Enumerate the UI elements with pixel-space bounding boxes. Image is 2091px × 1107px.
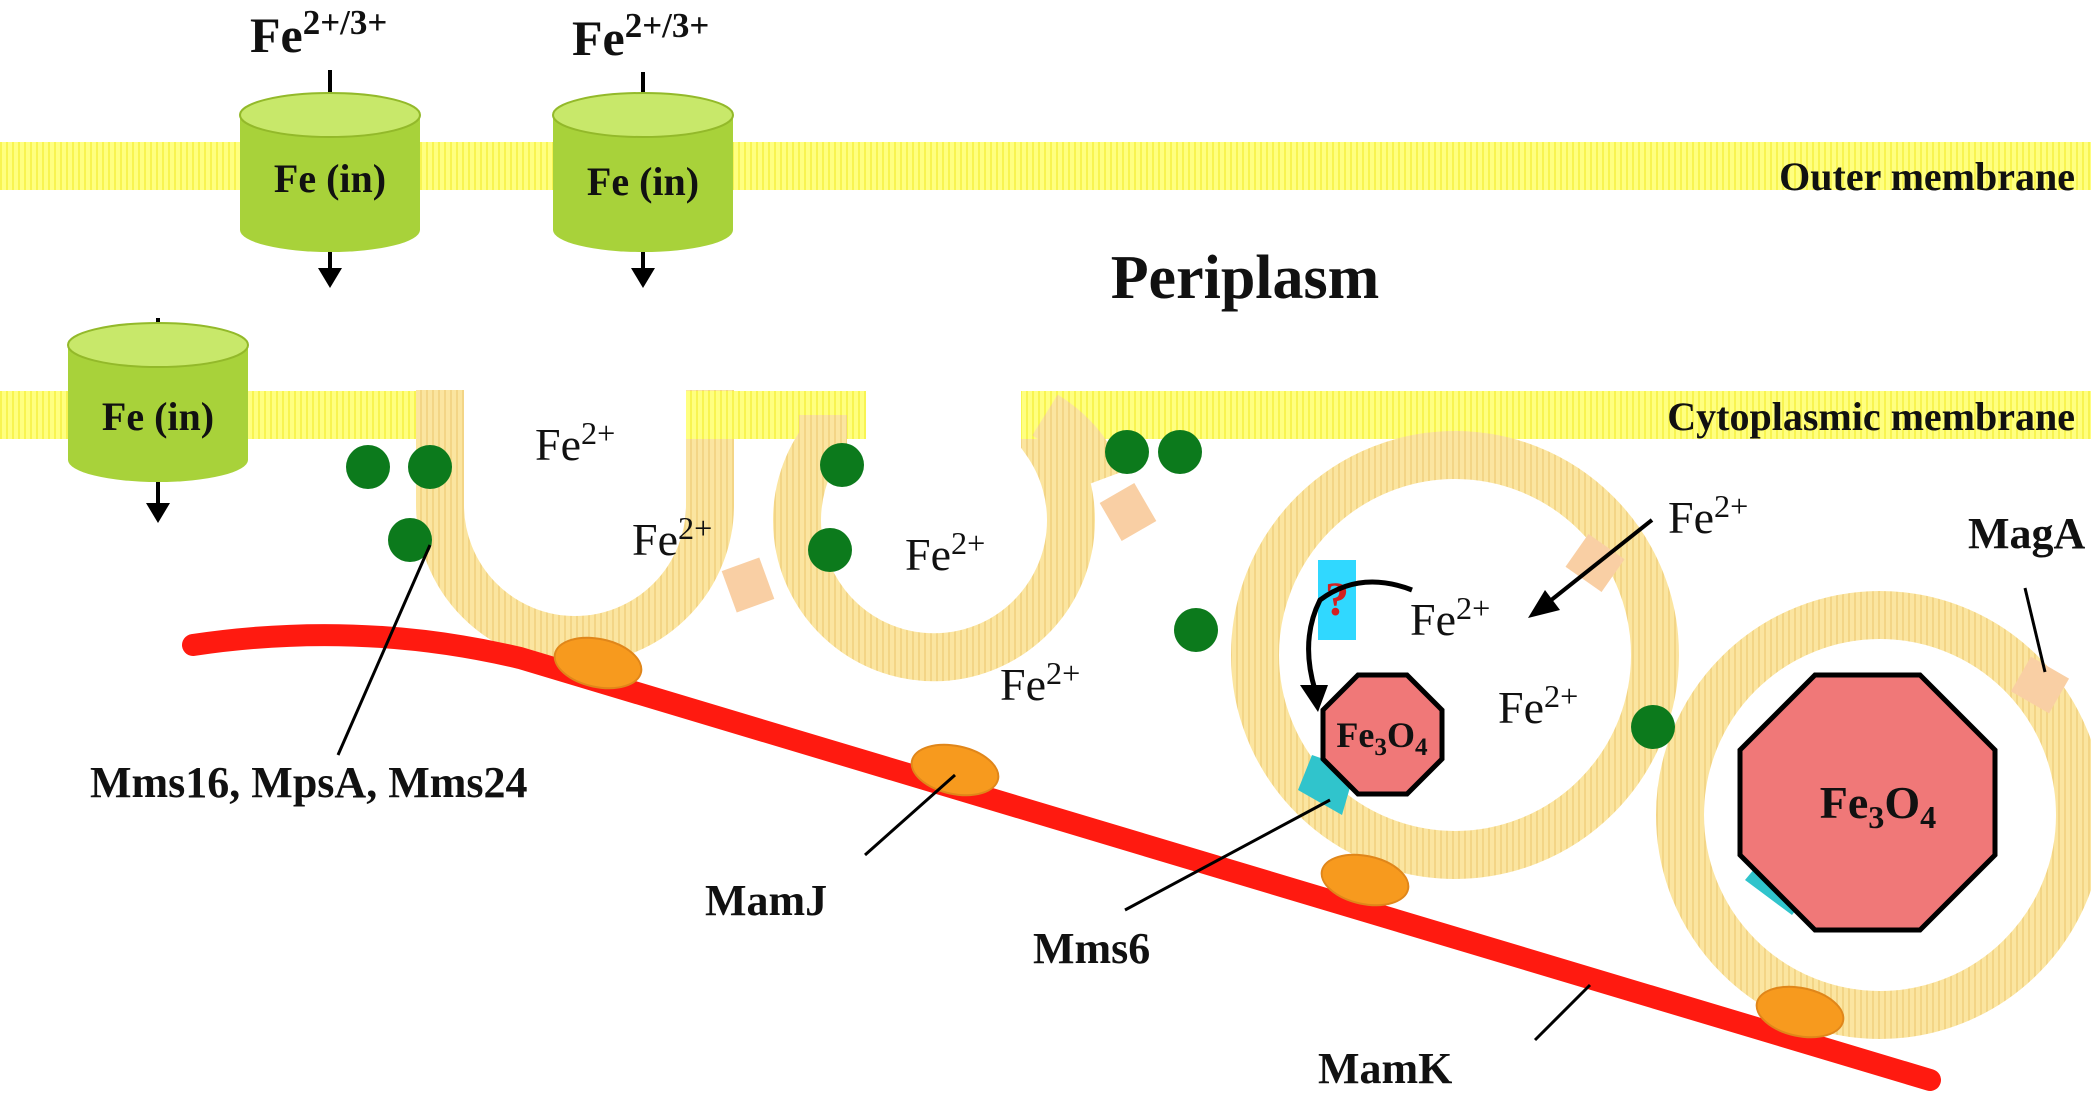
fe2-ion-label: Fe2+ [1668,488,1748,543]
transporter-label: Fe (in) [102,394,214,439]
maga-label: MagA [1968,509,2086,558]
transporter-label: Fe (in) [587,159,699,204]
ellipse-protein-icon [1755,985,1845,1039]
rectangle-channel-icon [1099,482,1157,542]
budding-vesicle [773,415,1095,682]
ellipse-protein-icon [553,636,643,690]
mms6-label: Mms6 [1033,924,1150,973]
magnetite-label: Fe3O4 [1820,777,1936,835]
fe2-ion-label: Fe2+ [1410,590,1490,645]
fe2-ion-label: Fe2+ [632,510,712,565]
magnetite-crystal-large: Fe3O4 [1737,672,1998,933]
ellipse-protein-icon [910,743,1000,797]
fe2-ion-label: Fe2+ [535,415,615,470]
arrow-down-icon [146,503,170,523]
filled-circle-icon [346,445,390,489]
fe-ion-label-1: Fe2+/3+ [250,3,387,63]
fe2-ion-label: Fe2+ [905,525,985,580]
arrow-down-icon [318,268,342,288]
fe2-ion-labels: Fe2+ Fe2+ Fe2+ Fe2+ Fe2+ Fe2+ Fe2+ [535,415,1748,733]
filled-circle-icon [1631,705,1675,749]
periplasm-label: Periplasm [1111,244,1380,312]
magnetite-crystal-small: Fe3O4 [1298,672,1445,815]
filled-circle-icon [820,443,864,487]
ellipse-protein-icon [1320,853,1410,907]
octagon-crystal-icon [1737,672,1998,933]
fe-ion-label-2: Fe2+/3+ [572,6,709,66]
filled-circle-icon [1174,608,1218,652]
filled-circle-icon [1105,430,1149,474]
transporter-inner: Fe (in) [67,318,249,523]
mamj-proteins [553,636,1845,1039]
fe-entry-arrow [1543,518,1654,607]
protein-dots [346,430,1675,749]
cytoplasmic-membrane-label: Cytoplasmic membrane [1667,394,2075,439]
mamk-label: MamK [1318,1044,1452,1093]
arrow-head-icon [1528,590,1560,618]
vesicle-connector [1031,394,1123,490]
transporter-outer-1: Fe (in) [239,70,421,288]
leader-lines [336,544,2047,1042]
curved-arrow [1306,579,1413,691]
magnetite-label: Fe3O4 [1336,715,1428,761]
magnetosome-vesicle-3 [1231,431,1679,879]
unknown-factor-box [1318,560,1356,640]
transporter-outer-2: Fe (in) [552,72,734,288]
rectangle-channel-icon [2010,656,2070,714]
mms16-group-label: Mms16, MpsA, Mms24 [90,758,528,807]
question-mark-icon: ? [1325,573,1349,626]
outer-membrane-label: Outer membrane [1779,154,2075,199]
mamj-label: MamJ [705,876,827,925]
filled-circle-icon [408,445,452,489]
fe2-ion-label: Fe2+ [1000,655,1080,710]
arrow-head-icon [1300,685,1328,712]
rectangle-channel-icon [721,557,775,613]
fe2-ion-label: Fe2+ [1498,678,1578,733]
filled-circle-icon [808,528,852,572]
octagon-crystal-icon [1320,672,1445,797]
arrow-down-icon [631,268,655,288]
filled-circle-icon [388,518,432,562]
transporter-label: Fe (in) [274,156,386,201]
maga-channels [721,482,2070,714]
filled-circle-icon [1158,430,1202,474]
mamk-filament [182,624,1941,1091]
magnetosome-vesicle-4 [1656,591,2091,1039]
